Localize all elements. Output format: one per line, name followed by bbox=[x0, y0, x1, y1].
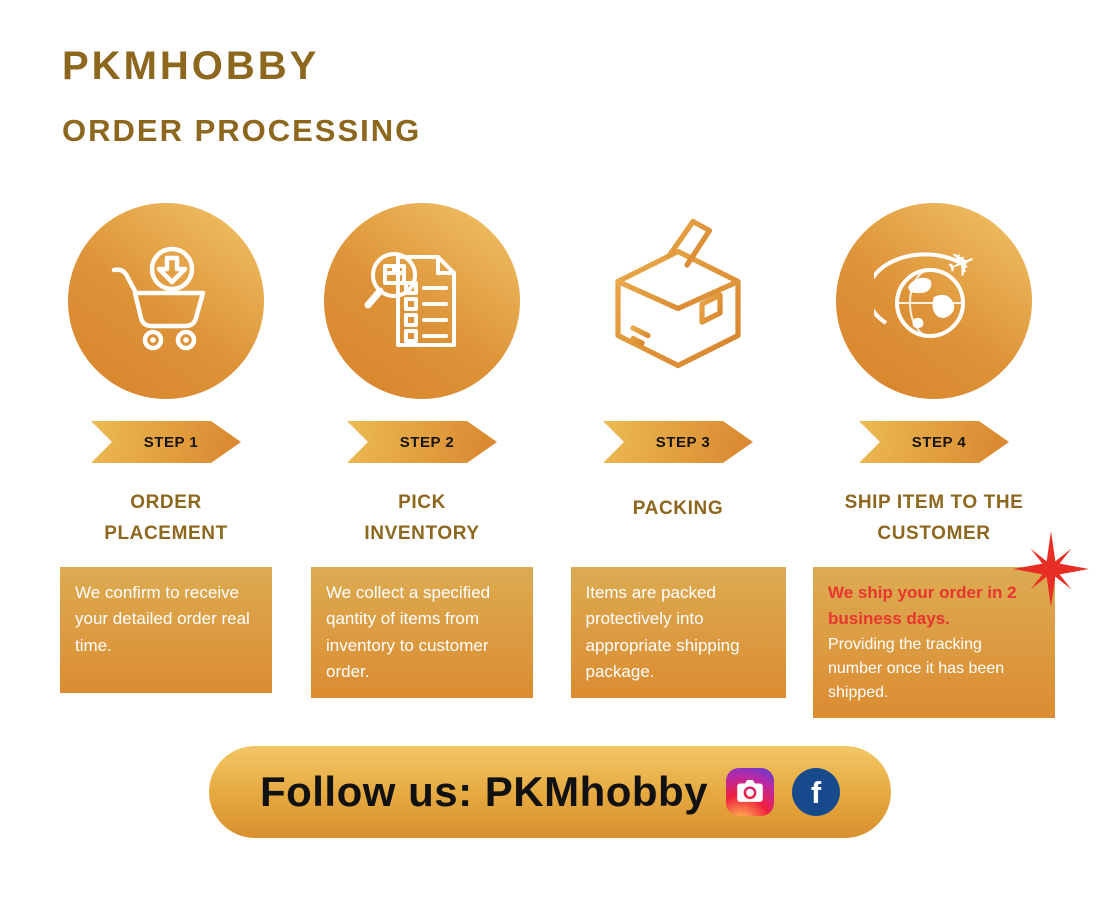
globe-plane-icon: ✈ bbox=[836, 203, 1032, 399]
step-2-description-text: We collect a specified qantity of items … bbox=[326, 583, 491, 682]
inventory-checklist-icon bbox=[364, 252, 456, 347]
starburst-icon bbox=[1013, 531, 1089, 607]
globe-plane-icon: ✈ bbox=[874, 242, 983, 338]
camera-icon bbox=[737, 779, 763, 802]
step-2-title: PICK INVENTORY bbox=[364, 492, 480, 545]
plane-icon: ✈ bbox=[942, 242, 983, 288]
cart-download-icon bbox=[68, 203, 264, 399]
packing-box-icon bbox=[615, 218, 741, 369]
header: PKMHOBBY ORDER PROCESSING bbox=[0, 0, 1100, 149]
inventory-checklist-icon bbox=[324, 203, 520, 399]
step-3-description: Items are packed protectively into appro… bbox=[570, 567, 786, 699]
step-2-description: We collect a specified qantity of items … bbox=[311, 567, 533, 699]
step-1-description-text: We confirm to receive your detailed orde… bbox=[75, 583, 250, 655]
cart-download-icon bbox=[111, 246, 206, 351]
step-3-title: PACKING bbox=[632, 498, 724, 519]
step-column: STEP 3 PACKING Items are packed protecti… bbox=[554, 203, 802, 718]
follow-us-banner: Follow us: PKMhobby f bbox=[209, 746, 891, 838]
step-2-label: STEP 2 bbox=[399, 433, 455, 451]
brand-title: PKMHOBBY bbox=[62, 44, 320, 88]
step-column: STEP 1 ORDER PLACEMENT We confirm to rec… bbox=[42, 203, 290, 718]
packing-box-icon bbox=[580, 203, 776, 399]
step-4-label: STEP 4 bbox=[911, 433, 967, 451]
step-4-description: We ship your order in 2 business days. P… bbox=[813, 531, 1089, 718]
step-3-description-text: Items are packed protectively into appro… bbox=[585, 583, 740, 682]
instagram-icon bbox=[726, 768, 775, 816]
step-column: ✈ STEP 4 SHIP ITEM TO THE CUSTOMER We sh… bbox=[810, 203, 1089, 718]
step-3-label: STEP 3 bbox=[655, 433, 711, 451]
step-4-banner: STEP 4 bbox=[859, 421, 1009, 463]
facebook-icon: f bbox=[792, 768, 841, 816]
step-1-banner: STEP 1 bbox=[91, 421, 241, 463]
facebook-f-glyph: f bbox=[810, 775, 822, 810]
step-1-description: We confirm to receive your detailed orde… bbox=[60, 567, 272, 693]
step-4-title: SHIP ITEM TO THE CUSTOMER bbox=[844, 492, 1024, 545]
step-4-description-highlight: We ship your order in 2 business days. bbox=[828, 583, 1017, 628]
follow-us-text: Follow us: PKMhobby bbox=[259, 768, 709, 815]
steps-row: STEP 1 ORDER PLACEMENT We confirm to rec… bbox=[0, 203, 1100, 718]
step-column: STEP 2 PICK INVENTORY We collect a speci… bbox=[298, 203, 546, 718]
page-title: ORDER PROCESSING bbox=[62, 113, 422, 148]
step-3-banner: STEP 3 bbox=[603, 421, 753, 463]
step-1-label: STEP 1 bbox=[143, 433, 199, 451]
step-2-banner: STEP 2 bbox=[347, 421, 497, 463]
step-4-description-text: Providing the tracking number once it ha… bbox=[828, 636, 1005, 701]
step-1-title: ORDER PLACEMENT bbox=[104, 492, 228, 545]
